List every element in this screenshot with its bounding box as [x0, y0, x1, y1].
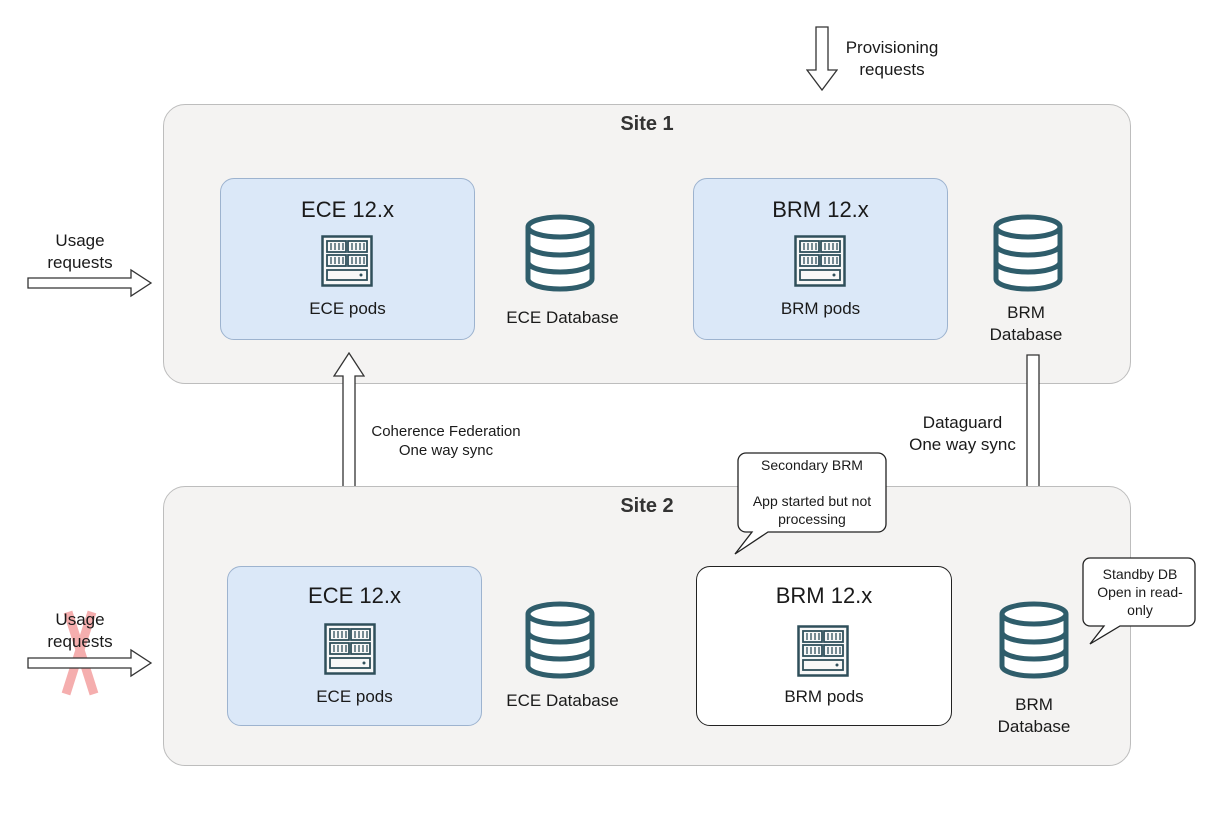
site1-brm-subtitle: BRM pods: [780, 299, 861, 318]
site2-ece-node: ECE 12.x ECE pods: [227, 566, 482, 726]
site2-brm-database-icon: [999, 601, 1069, 679]
secondary-brm-callout-bubble: [734, 452, 887, 555]
site1-ece-node: ECE 12.x ECE pods: [220, 178, 475, 340]
site2-ece-database-label: ECE Database: [506, 691, 619, 710]
server-icon: [797, 625, 849, 677]
site2-title: Site 2: [620, 495, 674, 517]
site2-ece-title: ECE 12.x: [308, 583, 401, 608]
site2-brm-title: BRM 12.x: [775, 583, 873, 608]
site2-brm-subtitle: BRM pods: [784, 687, 864, 706]
standby-db-callout-text: Standby DB Open in read- only: [1097, 566, 1183, 618]
site2-ece-database-icon: [525, 601, 595, 679]
secondary-brm-callout-text: Secondary BRM App started but not proces…: [752, 457, 872, 527]
site2-usage-arrow: [27, 648, 153, 678]
site1-brm-database-icon: [993, 214, 1063, 292]
site1-ece-database-label: ECE Database: [506, 308, 619, 327]
provisioning-arrow: [806, 26, 838, 92]
site2-ece-subtitle: ECE pods: [316, 687, 393, 706]
site2-brm-node: BRM 12.x BRM pods: [696, 566, 952, 726]
site1-title: Site 1: [620, 113, 674, 135]
site1-ece-subtitle: ECE pods: [309, 299, 386, 318]
server-icon: [324, 623, 376, 675]
blocked-x-icon: [61, 610, 99, 696]
server-icon: [321, 235, 373, 287]
site1-brm-title: BRM 12.x: [772, 197, 869, 222]
site1-brm-node: BRM 12.x BRM pods: [693, 178, 948, 340]
site1-ece-title: ECE 12.x: [301, 197, 394, 222]
server-icon: [794, 235, 846, 287]
standby-db-callout-bubble: [1082, 557, 1196, 645]
site1-usage-arrow: [27, 268, 153, 298]
site1-ece-database-icon: [525, 214, 595, 292]
